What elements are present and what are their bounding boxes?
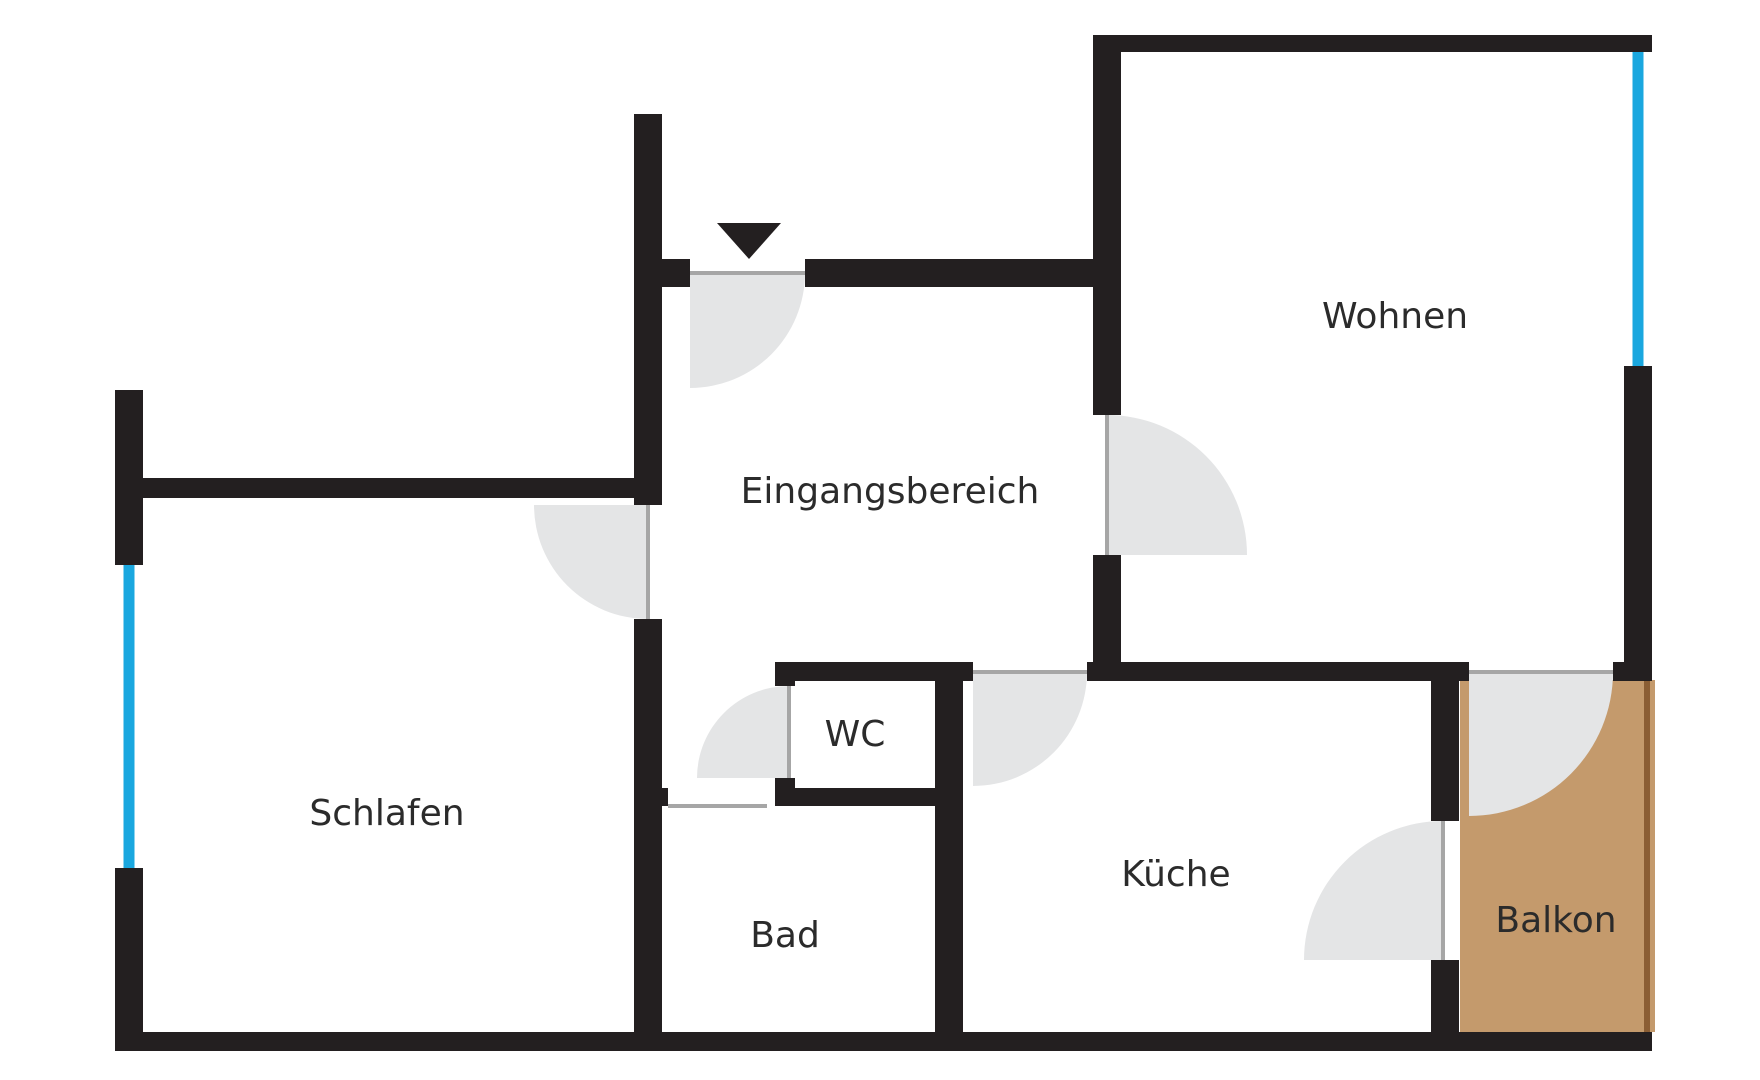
door-leaves xyxy=(646,271,1613,960)
room-label-balkon: Balkon xyxy=(1495,900,1616,941)
wall-schlafen-top xyxy=(116,478,662,498)
room-label-wc: WC xyxy=(825,714,886,755)
walls xyxy=(115,35,1652,1051)
wall-wc-right xyxy=(935,662,963,1045)
wall-wohnen-right xyxy=(1624,366,1652,679)
wall-wc-door-jamb-bottom xyxy=(775,778,795,806)
balkon-upper-door-swing xyxy=(1469,672,1613,816)
wall-wc-top xyxy=(775,662,973,681)
schlafen-door-swing xyxy=(534,505,648,619)
wall-wohnen-left-upper xyxy=(1093,35,1121,415)
wall-window-cap-top xyxy=(1632,35,1652,52)
balkon-lower-door-swing xyxy=(1304,821,1443,960)
wall-kueche-right-lower xyxy=(1431,960,1459,1045)
wall-balcony-corner xyxy=(1613,662,1652,681)
wall-corridor-left-lower xyxy=(634,619,662,1045)
wall-corridor-left-upper xyxy=(634,114,662,505)
room-label-schlafen: Schlafen xyxy=(309,793,464,834)
entrance-door-swing xyxy=(690,273,805,388)
wall-wc-bottom xyxy=(775,788,963,806)
wohnen-door-swing xyxy=(1107,415,1247,555)
kueche-door-swing xyxy=(973,672,1087,786)
wall-wc-door-jamb-top xyxy=(775,662,795,686)
room-label-kueche: Küche xyxy=(1121,854,1230,895)
room-label-eingangsbereich: Eingangsbereich xyxy=(741,471,1040,512)
room-label-wohnen: Wohnen xyxy=(1322,296,1468,337)
room-label-bad: Bad xyxy=(750,915,820,956)
room-labels: Wohnen Eingangsbereich Schlafen WC Küche… xyxy=(309,296,1616,956)
wc-door-swing xyxy=(697,686,789,778)
wall-wohnen-top xyxy=(1093,35,1652,52)
wall-wohnen-left-lower xyxy=(1093,555,1121,679)
balcony-edge xyxy=(1644,680,1650,1032)
wall-kueche-top xyxy=(1087,662,1469,681)
wall-bad-jamb-left xyxy=(648,788,668,806)
down-triangle-icon xyxy=(717,223,781,259)
wall-schlafen-left-lower xyxy=(115,868,143,1045)
windows xyxy=(123,50,1644,868)
wall-kueche-right-upper xyxy=(1431,662,1459,821)
door-swings xyxy=(534,273,1613,960)
wall-entrance-right xyxy=(805,259,1121,287)
wall-schlafen-left-upper xyxy=(115,390,143,565)
wall-bottom xyxy=(115,1032,1652,1051)
